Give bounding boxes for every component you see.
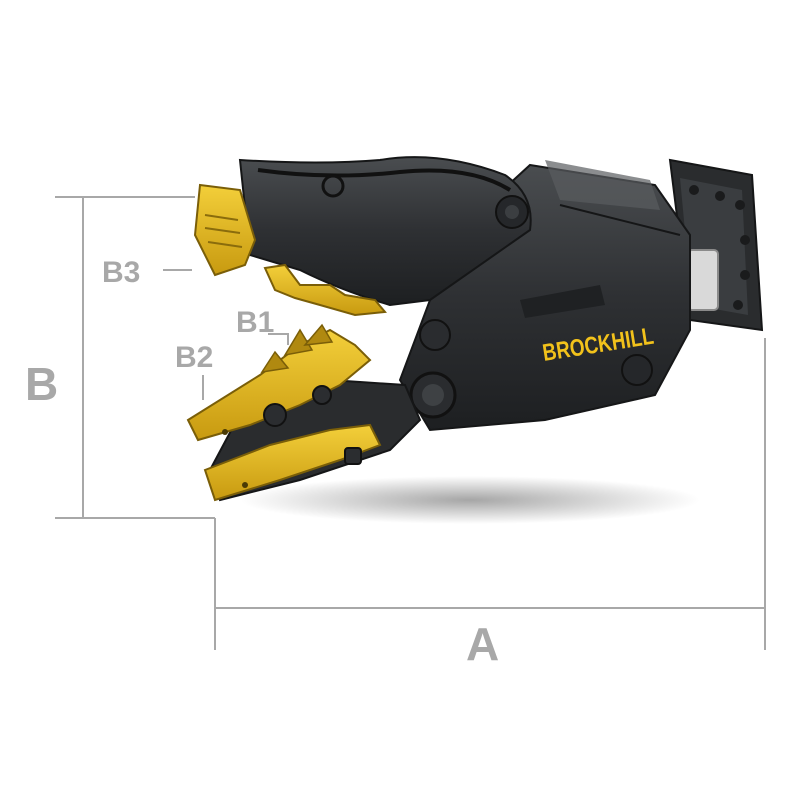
lower-jaw-lower-prong xyxy=(203,423,382,502)
lower-jaw-bolt-2 xyxy=(312,385,332,405)
lower-jaw-bolt-3 xyxy=(344,447,362,465)
ground-shadow xyxy=(240,476,700,524)
upper-jaw xyxy=(193,156,532,317)
lower-jaw xyxy=(186,323,422,502)
dim-b1-leader xyxy=(268,333,289,345)
dim-b1-label: B1 xyxy=(236,306,274,339)
logo-plate xyxy=(520,285,605,318)
dimension-lines xyxy=(55,196,766,650)
dim-b-label: B xyxy=(25,358,58,410)
rotator-ring xyxy=(687,249,719,311)
lower-jaw-bolt-1 xyxy=(263,403,287,427)
mounting-plate xyxy=(668,158,764,332)
upper-jaw-teeth xyxy=(263,263,387,317)
dim-b3-label: B3 xyxy=(102,256,140,289)
pivot-pin xyxy=(621,354,653,386)
dim-a-label: A xyxy=(466,618,499,670)
dim-b2-label: B2 xyxy=(175,341,213,374)
